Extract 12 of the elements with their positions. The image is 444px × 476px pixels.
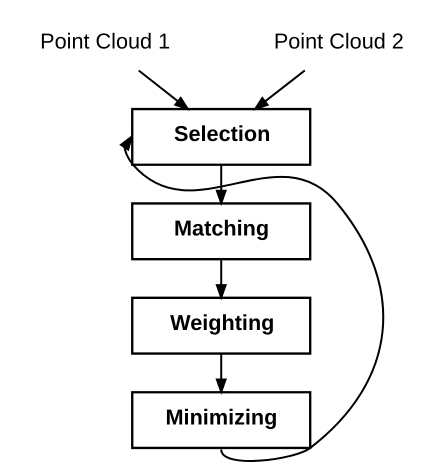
arrow bbox=[215, 354, 227, 395]
arrow bbox=[215, 164, 227, 206]
node-box: Matching bbox=[131, 202, 312, 260]
arrow bbox=[215, 259, 227, 301]
node-text: Point Cloud 2 bbox=[274, 28, 404, 54]
node-text: Point Cloud 1 bbox=[40, 28, 170, 54]
node-box: Selection bbox=[131, 108, 312, 166]
arrow bbox=[252, 70, 306, 111]
node-box: Minimizing bbox=[131, 391, 312, 450]
arrow bbox=[119, 134, 384, 462]
arrow bbox=[138, 70, 190, 111]
node-box: Weighting bbox=[131, 296, 312, 355]
